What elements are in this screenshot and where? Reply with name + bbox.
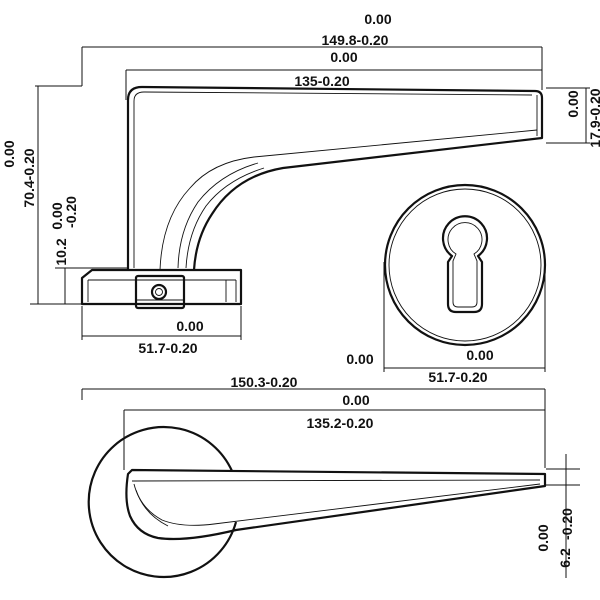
dim-top-lever-length: 0.00 135.2-0.20 bbox=[123, 392, 545, 470]
height-upper: 0.00 bbox=[1, 140, 17, 167]
height-lower: 70.4-0.20 bbox=[21, 148, 37, 207]
rose-height-tol: -0.20 bbox=[63, 196, 79, 228]
rose-width-lower: 51.7-0.20 bbox=[138, 340, 197, 356]
set-screw-icon bbox=[150, 283, 168, 301]
side-view: 0.00 149.8-0.20 0.00 135-0.20 0.00 17.9-… bbox=[1, 11, 600, 356]
lever-thickness-upper: 0.00 bbox=[565, 90, 581, 117]
overall-length-upper: 0.00 bbox=[364, 11, 391, 27]
dim-rose-width: 0.00 51.7-0.20 bbox=[81, 306, 242, 356]
top-view: 150.3-0.20 0.00 135.2-0.20 0.00 -0.20 6.… bbox=[81, 374, 580, 579]
tip-width-tol: -0.20 bbox=[559, 508, 575, 540]
lever-handle-side bbox=[126, 85, 544, 271]
escutcheon-inner bbox=[388, 188, 542, 342]
escutcheon-diameter-upper: 0.00 bbox=[466, 347, 493, 363]
rose-height-value: 10.2 bbox=[53, 238, 69, 265]
rose-plate-side bbox=[80, 268, 243, 310]
dim-escutcheon-diameter: 0.00 0.00 51.7-0.20 bbox=[346, 262, 546, 385]
escutcheon-view: 0.00 0.00 51.7-0.20 bbox=[346, 183, 547, 385]
rose-height-upper: 0.00 bbox=[49, 202, 65, 229]
lever-length-upper: 0.00 bbox=[330, 49, 357, 65]
dim-height: 0.00 70.4-0.20 bbox=[1, 86, 88, 305]
tip-width-value: 6.2 bbox=[557, 548, 573, 568]
dim-lever-length: 0.00 135-0.20 bbox=[125, 49, 542, 100]
rose-plate-top bbox=[87, 425, 238, 579]
tip-width-upper: 0.00 bbox=[535, 524, 551, 551]
lever-handle-top bbox=[125, 468, 547, 541]
top-lever-length-lower: 135.2-0.20 bbox=[307, 415, 374, 431]
top-overall-length-lower: 150.3-0.20 bbox=[231, 374, 298, 390]
keyhole-inner bbox=[447, 222, 483, 308]
overall-length-lower: 149.8-0.20 bbox=[322, 32, 389, 48]
top-lever-length-upper: 0.00 bbox=[342, 392, 369, 408]
dim-top-overall-length: 150.3-0.20 bbox=[81, 374, 546, 468]
escutcheon-left-upper: 0.00 bbox=[346, 351, 373, 367]
lever-thickness-lower: 17.9-0.20 bbox=[587, 88, 600, 147]
dim-overall-length: 0.00 149.8-0.20 bbox=[35, 11, 543, 90]
dim-tip-width: 0.00 -0.20 6.2 bbox=[535, 454, 580, 578]
escutcheon-outer bbox=[383, 183, 547, 347]
dim-rose-height: 0.00 -0.20 10.2 bbox=[49, 196, 128, 304]
lever-length-lower: 135-0.20 bbox=[294, 73, 349, 89]
keyhole-outline bbox=[441, 215, 489, 314]
escutcheon-diameter-lower: 51.7-0.20 bbox=[428, 369, 487, 385]
dim-lever-thickness: 0.00 17.9-0.20 bbox=[546, 87, 600, 148]
rose-width-upper: 0.00 bbox=[176, 318, 203, 334]
